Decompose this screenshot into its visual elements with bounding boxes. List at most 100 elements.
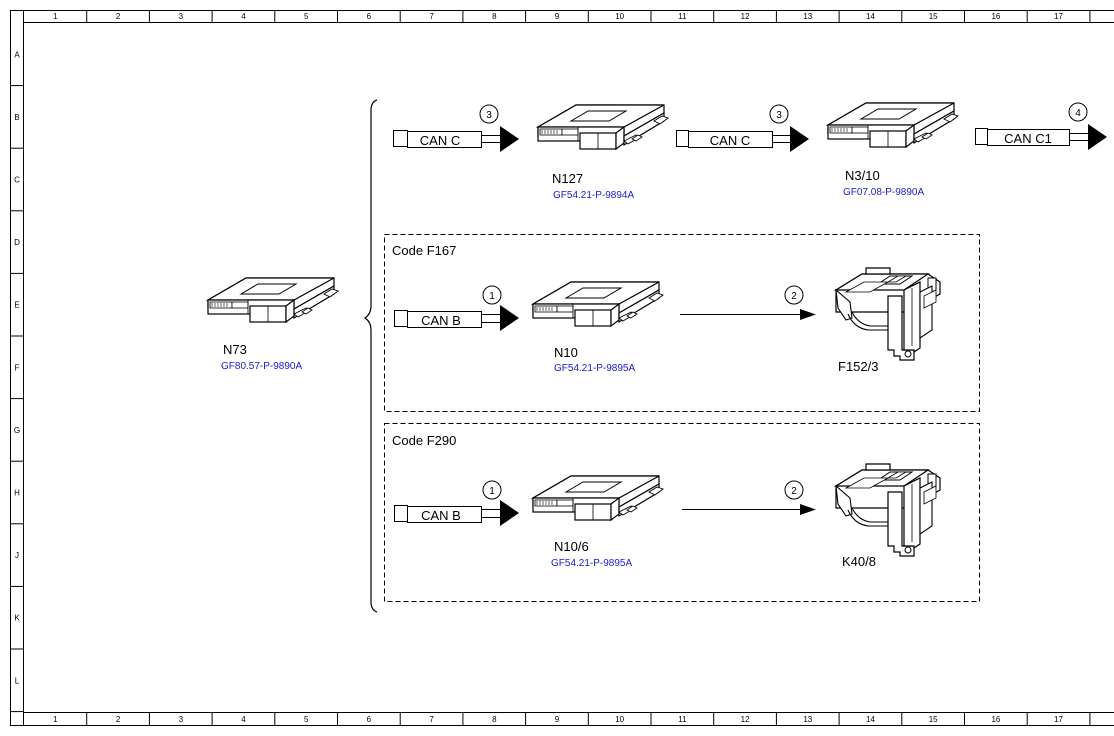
signal-line-f290: 2 xyxy=(682,480,816,515)
grid-column-label: 8 xyxy=(492,12,497,21)
control-unit-n127[interactable]: N127 GF54.21-P-9894A xyxy=(537,104,669,201)
group-brace xyxy=(363,99,378,613)
grid-column-label: 13 xyxy=(803,715,812,724)
relay-f152-3[interactable]: F152/3 xyxy=(835,267,941,374)
bus-label: CAN B xyxy=(421,313,461,328)
bus-number: 1 xyxy=(489,291,495,302)
component-label-n3-10: N3/10 xyxy=(845,168,880,183)
control-unit-n3-10-icon xyxy=(827,102,959,148)
arrow-head-icon xyxy=(500,500,519,526)
relay-k40-8-icon xyxy=(835,463,941,557)
grid-column-label: 2 xyxy=(116,12,121,21)
control-unit-n73[interactable]: N73 GF80.57-P-9890A xyxy=(207,277,339,372)
arrow-head-icon xyxy=(800,504,816,515)
bus-number: 3 xyxy=(486,110,492,121)
grid-column-label: 15 xyxy=(929,12,938,21)
grid-column-label: 7 xyxy=(429,715,434,724)
grid-row-label: D xyxy=(14,238,20,247)
grid-column-label: 4 xyxy=(241,12,246,21)
grid-column-label: 5 xyxy=(304,12,309,21)
relay-f152-3-icon xyxy=(835,267,941,361)
control-unit-n10[interactable]: N10 GF54.21-P-9895A xyxy=(532,281,664,374)
grid-row-label: L xyxy=(15,676,20,685)
grid-row-label: G xyxy=(14,426,20,435)
grid-row-label: J xyxy=(15,551,19,560)
component-label-n73: N73 xyxy=(223,342,247,357)
grid-row-label: B xyxy=(14,113,19,122)
grid-column-label: 12 xyxy=(741,12,750,21)
option-box-f167: Code F167 xyxy=(384,234,980,412)
grid-column-label: 6 xyxy=(367,715,372,724)
bus-can-b-f167: CAN B 1 xyxy=(394,285,519,331)
grid-column-label: 15 xyxy=(929,715,938,724)
grid-column-label: 3 xyxy=(179,715,184,724)
grid-row-label: A xyxy=(14,50,20,59)
bus-can-c-in: CAN C 3 xyxy=(393,104,519,152)
component-label-n127: N127 xyxy=(552,171,583,186)
component-label-f152-3: F152/3 xyxy=(838,359,878,374)
control-unit-n10-6-icon xyxy=(532,475,664,521)
component-label-n10: N10 xyxy=(554,345,578,360)
bus-can-c-mid: CAN C 3 xyxy=(676,104,809,152)
grid-column-label: 5 xyxy=(304,715,309,724)
control-unit-n3-10[interactable]: N3/10 GF07.08-P-9890A xyxy=(827,102,959,198)
control-unit-n73-icon xyxy=(207,277,339,323)
grid-column-label: 7 xyxy=(429,12,434,21)
option-code-label: Code F290 xyxy=(392,433,456,448)
option-box-f290: Code F290 xyxy=(384,423,980,602)
doc-link-n73[interactable]: GF80.57-P-9890A xyxy=(221,361,302,372)
bus-label: CAN B xyxy=(421,508,461,523)
signal-number: 2 xyxy=(791,291,797,302)
grid-row-label: C xyxy=(14,176,20,185)
grid-column-label: 17 xyxy=(1054,12,1063,21)
component-label-n10-6: N10/6 xyxy=(554,539,589,554)
option-code-label: Code F167 xyxy=(392,243,456,258)
control-unit-n10-icon xyxy=(532,281,664,327)
grid-column-label: 12 xyxy=(741,715,750,724)
bus-number: 4 xyxy=(1075,108,1081,119)
grid-column-label: 8 xyxy=(492,715,497,724)
doc-link-n10-6[interactable]: GF54.21-P-9895A xyxy=(551,558,632,569)
grid-frame: 1122334455667788991010111112121313141415… xyxy=(10,10,1114,726)
arrow-head-icon xyxy=(500,305,519,331)
doc-link-n10[interactable]: GF54.21-P-9895A xyxy=(554,363,635,374)
bus-can-b-f290: CAN B 1 xyxy=(394,480,519,526)
doc-link-n3-10[interactable]: GF07.08-P-9890A xyxy=(843,187,924,198)
grid-column-label: 17 xyxy=(1054,715,1063,724)
grid-column-label: 9 xyxy=(555,715,560,724)
grid-column-label: 3 xyxy=(179,12,184,21)
arrow-head-icon xyxy=(1088,124,1107,150)
grid-column-label: 11 xyxy=(678,12,687,21)
control-unit-n127-icon xyxy=(537,104,669,150)
arrow-head-icon xyxy=(800,309,816,320)
arrow-head-icon xyxy=(790,126,809,152)
control-unit-n10-6[interactable]: N10/6 GF54.21-P-9895A xyxy=(532,475,664,569)
grid-column-label: 4 xyxy=(241,715,246,724)
grid-column-label: 6 xyxy=(367,12,372,21)
grid-row-label: K xyxy=(14,614,20,623)
component-label-k40-8: K40/8 xyxy=(842,554,876,569)
grid-column-label: 16 xyxy=(991,12,1000,21)
grid-column-label: 14 xyxy=(866,12,875,21)
bus-number: 1 xyxy=(489,486,495,497)
grid-column-label: 1 xyxy=(53,12,58,21)
bus-label: CAN C xyxy=(710,133,750,148)
signal-line-f167: 2 xyxy=(680,285,816,320)
bus-number: 3 xyxy=(776,110,782,121)
grid-column-label: 16 xyxy=(991,715,1000,724)
grid-row-label: H xyxy=(14,489,20,498)
doc-link-n127[interactable]: GF54.21-P-9894A xyxy=(553,190,634,201)
relay-k40-8[interactable]: K40/8 xyxy=(835,463,941,569)
grid-column-label: 9 xyxy=(555,12,560,21)
grid-column-label: 14 xyxy=(866,715,875,724)
grid-column-label: 10 xyxy=(615,715,624,724)
bus-can-c1-out: CAN C1 4 xyxy=(975,102,1107,150)
bus-label: CAN C xyxy=(420,133,460,148)
grid-column-label: 2 xyxy=(116,715,121,724)
grid-column-label: 10 xyxy=(615,12,624,21)
grid-column-label: 11 xyxy=(678,715,687,724)
bus-label: CAN C1 xyxy=(1004,131,1052,146)
arrow-head-icon xyxy=(500,126,519,152)
grid-row-label: E xyxy=(14,301,19,310)
